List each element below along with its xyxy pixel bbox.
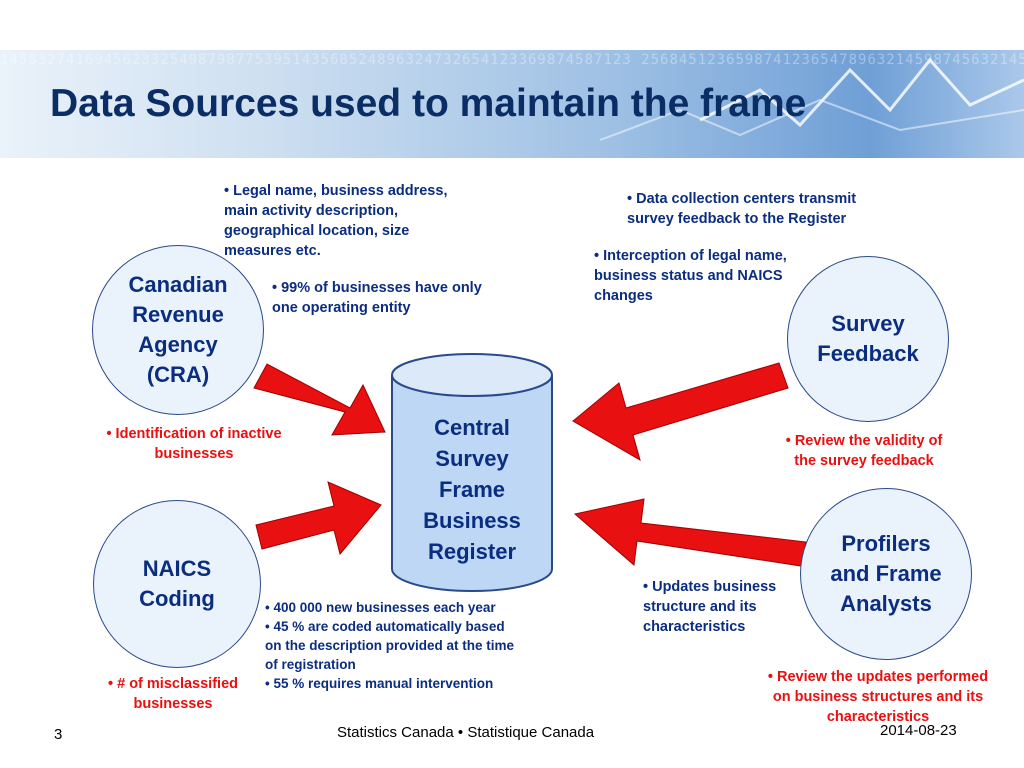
node-profilers-label: Profilers and Frame Analysts <box>830 531 942 616</box>
note-naics-bottom: • # of misclassified businesses <box>108 676 238 712</box>
note-survey-top1: • Data collection centers transmit surve… <box>627 191 857 227</box>
note-cra-side: • 99% of businesses have only one operat… <box>272 280 482 316</box>
node-naics-coding-label: NAICS Coding <box>139 556 215 611</box>
footer-date: 2014-08-23 <box>880 722 957 739</box>
note-naics-side: • 400 000 new businesses each year • 45 … <box>265 600 515 691</box>
node-survey-feedback-label: Survey Feedback <box>817 311 919 366</box>
note-survey-bottom: • Review the validity of the survey feed… <box>785 433 943 469</box>
note-cra-bottom: • Identification of inactive businesses <box>106 426 282 462</box>
arrow-survey <box>572 362 789 462</box>
central-register-label: Central Survey Frame Business Register <box>423 415 521 564</box>
note-profilers-side: • Updates business structure and its cha… <box>643 579 777 635</box>
arrow-profilers <box>573 498 807 567</box>
note-profilers-bottom: • Review the updates performed on busine… <box>767 669 989 725</box>
node-naics-coding: NAICS Coding <box>93 500 261 668</box>
arrow-naics <box>255 481 382 556</box>
arrow-cra <box>253 363 386 436</box>
page-number: 3 <box>54 726 63 743</box>
node-cra-label: Canadian Revenue Agency (CRA) <box>128 272 228 387</box>
header-banner: 1458327416945623325498798775395143568524… <box>0 50 1024 158</box>
central-register-cylinder <box>391 353 553 592</box>
page-title: Data Sources used to maintain the frame <box>50 82 807 125</box>
note-cra-top: • Legal name, business address, main act… <box>224 183 448 259</box>
note-survey-top2: • Interception of legal name, business s… <box>594 248 787 304</box>
node-cra: Canadian Revenue Agency (CRA) <box>92 245 264 415</box>
banner-wave-icon <box>599 57 1024 141</box>
banner-digits: 1458327416945623325498798775395143568524… <box>0 52 1024 68</box>
node-survey-feedback: Survey Feedback <box>787 256 949 422</box>
footer-organization: Statistics Canada • Statistique Canada <box>337 724 595 741</box>
node-profilers: Profilers and Frame Analysts <box>800 488 972 660</box>
